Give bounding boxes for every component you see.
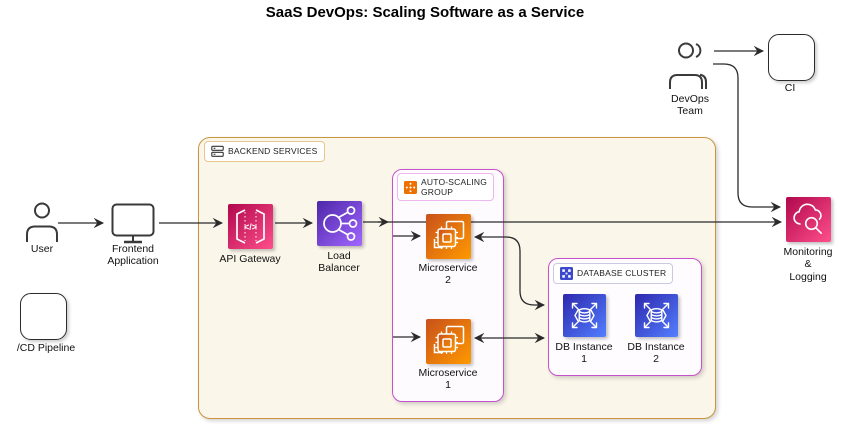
frontend-application-icon — [111, 203, 155, 244]
api-gateway-label: API Gateway — [219, 253, 281, 265]
load-balancer-icon — [317, 201, 362, 246]
database-cluster-icon — [560, 267, 573, 280]
cd-pipeline-node — [20, 293, 67, 340]
ci-label: CI — [784, 82, 796, 94]
api-gateway-icon: </> — [228, 204, 273, 249]
devops-team-icon — [669, 42, 707, 89]
svg-text:</>: </> — [244, 222, 257, 232]
microservice1-label: Microservice 1 — [418, 367, 478, 392]
devops-team-label: DevOps Team — [671, 93, 709, 118]
db-instance2-icon — [635, 294, 678, 337]
microservice2-icon — [426, 214, 471, 259]
db-instance1-label: DB Instance 1 — [555, 341, 613, 366]
auto-scaling-group-label: AUTO-SCALING GROUP — [397, 173, 495, 202]
microservice2-label: Microservice 2 — [418, 262, 478, 287]
monitoring-logging-label: Monitoring & Logging — [783, 246, 833, 283]
backend-services-label: BACKEND SERVICES — [204, 141, 325, 162]
microservice1-icon — [426, 319, 471, 364]
edge-devops-monitoring — [713, 63, 782, 213]
server-stack-icon — [211, 145, 224, 157]
diagram-title: SaaS DevOps: Scaling Software as a Servi… — [265, 4, 585, 21]
ci-node — [768, 34, 815, 81]
user-icon — [26, 202, 58, 242]
frontend-application-label: Frontend Application — [107, 243, 159, 268]
cd-pipeline-label: /CD Pipeline — [16, 342, 76, 354]
database-cluster-label: DATABASE CLUSTER — [553, 263, 674, 284]
monitoring-logging-icon — [786, 197, 831, 242]
user-label: User — [30, 243, 54, 255]
auto-scaling-icon — [404, 180, 417, 194]
db-instance1-icon — [563, 294, 606, 337]
load-balancer-label: Load Balancer — [318, 250, 360, 275]
db-instance2-label: DB Instance 2 — [627, 341, 685, 366]
